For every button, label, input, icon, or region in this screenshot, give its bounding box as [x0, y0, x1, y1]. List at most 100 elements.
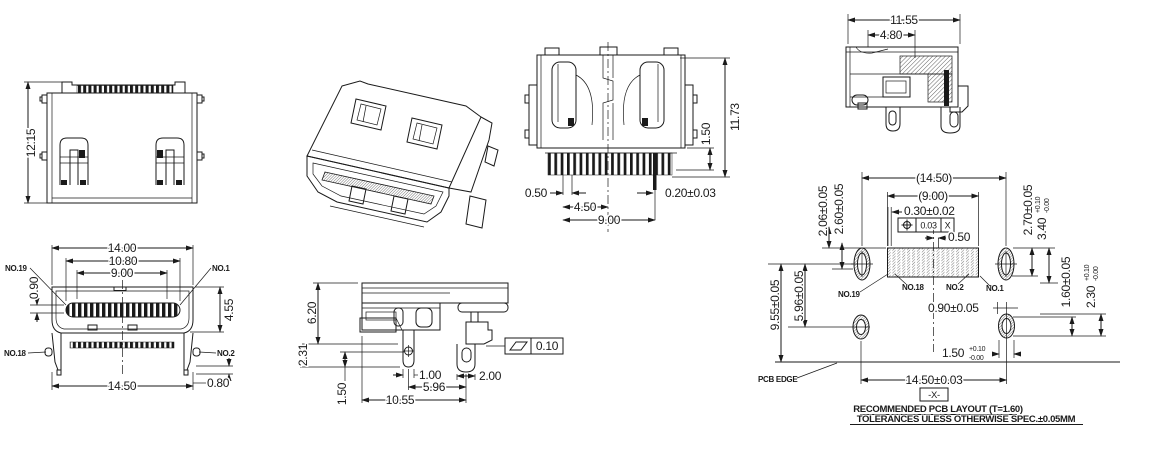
dim-front-foot: 0.80 [193, 358, 233, 392]
dim-side-h-step: 2.31 [295, 342, 400, 368]
dim-side-leg-span: 5.96 [407, 369, 467, 403]
mount-pad-left [851, 247, 873, 281]
dim-pad-ext-top: 2.06±0.05 [815, 184, 886, 249]
side-hook [465, 321, 493, 345]
latch-cutout-1 [350, 98, 387, 131]
flatness-value: 0.10 [536, 339, 559, 353]
label-no2: NO.2 [946, 283, 964, 292]
dim-tol-minus: -0.00 [1044, 198, 1051, 213]
dim-text: 4.55 [222, 298, 236, 321]
dim-text: 2.06±0.05 [816, 185, 830, 236]
side-leg-rear [456, 344, 476, 373]
dim-section-pin-len: 1.50 [676, 121, 715, 171]
dim-section-half-span: 4.50 [562, 199, 609, 216]
dim-side-rear-leg-w: 2.00 [456, 368, 504, 385]
dim-text: 1.50 [699, 122, 713, 145]
side-section-view: 11.55 4.80 [845, 12, 969, 134]
iso-side-pin [484, 145, 499, 167]
dim-text: 10.80 [109, 254, 138, 268]
dim-text: 5.96 [423, 380, 446, 394]
dim-text: 2.00 [479, 369, 502, 383]
dim-pad-ext-bot: 2.60±0.05 [831, 182, 853, 270]
dim-tol-plus: +0.10 [969, 346, 986, 353]
dim-side-h-foot: 1.50 [334, 351, 404, 407]
flatness-callout: 0.10 [486, 337, 564, 355]
latch-spring-left [59, 137, 89, 185]
label-no2: NO.2 [217, 349, 235, 358]
dim-text: 0.90 [27, 276, 41, 299]
dim-text: 9.55±0.05 [768, 279, 782, 330]
front-view: 14.00 10.80 9.00 0.90 4.55 14.50 0.80 NO… [3, 240, 238, 395]
latch-cutout-2 [406, 117, 443, 150]
dim-pad-w: 0.30±0.02 [887, 203, 957, 246]
dim-text: 0.50 [525, 186, 548, 200]
side-view-body [359, 282, 509, 373]
solder-pin-row [69, 341, 175, 349]
dim-text: 14.00 [108, 241, 137, 255]
dim-post-clear: 2.30 +0.10 -0.00 [1040, 264, 1106, 337]
label-no18: NO.18 [4, 349, 26, 358]
pcb-edge-label: PCB EDGE [758, 375, 798, 384]
iso-leg [465, 195, 487, 229]
side-view: 6.20 2.31 1.50 1.00 5.96 10.55 2.00 0.10 [295, 282, 564, 409]
dim-text: 3.40 [1035, 217, 1049, 240]
label-no1: NO.1 [986, 284, 1004, 293]
notes: RECOMMENDED PCB LAYOUT (T=1.60) TOLERANC… [850, 403, 1083, 426]
pos-tol-datum: X [945, 221, 951, 231]
dim-tol-minus: -0.00 [1093, 266, 1100, 281]
top-view-body [39, 81, 205, 204]
dim-section-h-total: 11.73 [672, 57, 744, 178]
iso-front-face [306, 155, 450, 223]
pad-strip [887, 247, 979, 278]
section-view: 0.50 4.50 9.00 0.20±0.03 11.73 1.50 [523, 42, 744, 232]
position-tolerance-icon [901, 219, 913, 231]
dim-post-span: 5.96±0.05 [768, 263, 853, 328]
leg [885, 107, 901, 132]
dim-text: 14.50±0.03 [906, 373, 964, 387]
dim-text: 1.00 [419, 368, 442, 382]
iso-tongue [321, 171, 435, 205]
iso-clip-1 [348, 185, 367, 205]
top-view: 12.15 [23, 81, 205, 204]
dim-section-pitch: 0.50 [523, 185, 586, 202]
dim-side-depth-total: 10.55 [361, 336, 467, 409]
dim-text: 9.00 [598, 213, 621, 227]
mount-pad-right [995, 247, 1017, 281]
dim-edge-span: 9.55±0.05 [767, 263, 784, 363]
dim-text: 6.20 [305, 301, 319, 324]
dim-front-contact-h: 0.90 [26, 275, 64, 322]
dim-side-h-total: 6.20 [302, 282, 398, 345]
dim-text: 4.50 [574, 200, 597, 214]
dim-text: 2.30 [1084, 285, 1098, 308]
dim-text: 0.30±0.02 [904, 204, 955, 218]
datum-label: -X- [928, 390, 940, 401]
dim-text: 0.80 [207, 376, 230, 390]
contact-row [65, 302, 181, 318]
leg [940, 107, 961, 134]
label-no1: NO.1 [212, 264, 230, 273]
position-tolerance-frame: 0.03 X [897, 217, 955, 233]
label-no18: NO.18 [902, 283, 924, 292]
post-hole-left [852, 314, 870, 340]
dim-text: (9.00) [918, 189, 948, 203]
label-no19: NO.19 [5, 264, 27, 273]
dim-text: 0.90±0.05 [928, 301, 979, 315]
dim-ref-width: (14.50) [861, 170, 1007, 246]
dim-section-span: 9.00 [562, 180, 656, 229]
dim-front-w-inner: 9.00 [76, 265, 168, 299]
dim-tol-minus: -0.00 [969, 355, 984, 362]
dim-top-view-height: 12.15 [23, 81, 62, 204]
dim-front-depth: 4.55 [190, 286, 238, 333]
dim-text: 1.60±0.05 [1059, 256, 1073, 307]
side-leg-front [402, 330, 415, 368]
dim-text: (14.50) [916, 171, 952, 185]
leg-left [51, 332, 62, 371]
dim-section-pin-w: 0.20±0.03 [637, 185, 718, 202]
dim-hole-top: 2.70±0.05 [1012, 183, 1055, 277]
dim-post-hole: 1.50 +0.10 -0.00 [941, 340, 1022, 363]
post-hole-right [998, 302, 1015, 352]
dim-front-w-contacts: 10.80 [65, 253, 181, 301]
section-pin-comb [547, 152, 673, 176]
dim-text: 10.55 [386, 393, 415, 407]
